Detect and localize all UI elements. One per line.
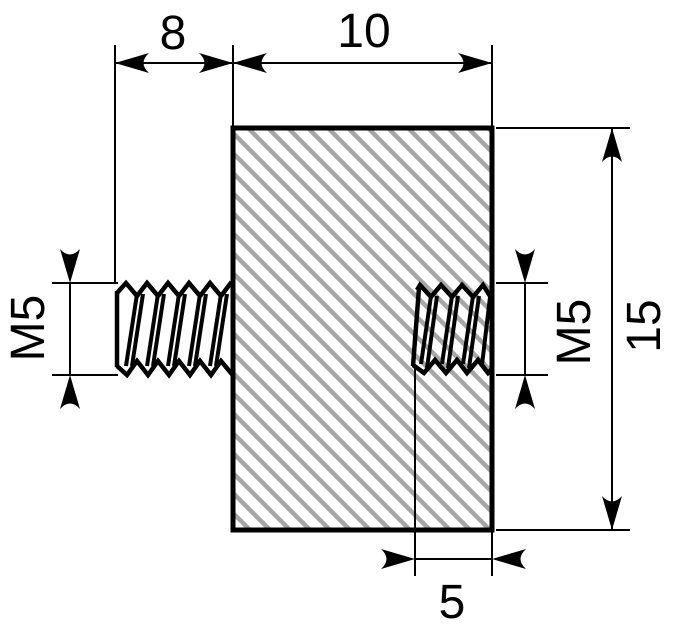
arrowhead-down-icon: [515, 249, 535, 283]
female-thread-hole: [410, 281, 494, 377]
stud-thread-crest-bottom: [115, 357, 235, 379]
arrowhead-up-icon: [515, 375, 535, 409]
arrowhead-down-icon: [60, 249, 80, 283]
dim-value-body-width: 10: [337, 5, 390, 58]
dim-value-hole-thread: M5: [548, 299, 601, 366]
arrowhead-right-icon: [199, 53, 233, 73]
dimension-stud-thread: M5: [2, 249, 118, 409]
arrowhead-left-icon: [492, 549, 526, 569]
dimension-stud-length: 8: [114, 7, 234, 283]
hole-bottom-face: [410, 287, 422, 367]
dim-value-stud-thread: M5: [2, 295, 55, 362]
hole-thread-crest-top: [415, 281, 494, 301]
dimension-body-height: 15: [496, 127, 671, 531]
dim-value-stud-length: 8: [160, 7, 187, 60]
dim-value-thread-depth: 5: [439, 576, 466, 629]
hole-thread-flanks: [419, 295, 492, 369]
arrowhead-down-icon: [602, 496, 622, 530]
arrowhead-right-icon: [458, 53, 492, 73]
hole-thread-crest-bottom: [411, 356, 494, 377]
dimension-body-width: 10: [233, 5, 493, 128]
stud-thread-crest-top: [115, 279, 235, 300]
stud-thread-flanks: [124, 293, 229, 367]
male-thread-stud: [114, 279, 235, 379]
dimension-thread-depth: 5: [381, 368, 526, 629]
arrowhead-left-icon: [233, 53, 267, 73]
dimension-hole-thread: M5: [496, 249, 601, 409]
dim-value-body-height: 15: [618, 299, 671, 352]
arrowhead-left-icon: [115, 53, 149, 73]
arrowhead-right-icon: [381, 549, 415, 569]
arrowhead-up-icon: [60, 375, 80, 409]
arrowhead-up-icon: [602, 128, 622, 162]
